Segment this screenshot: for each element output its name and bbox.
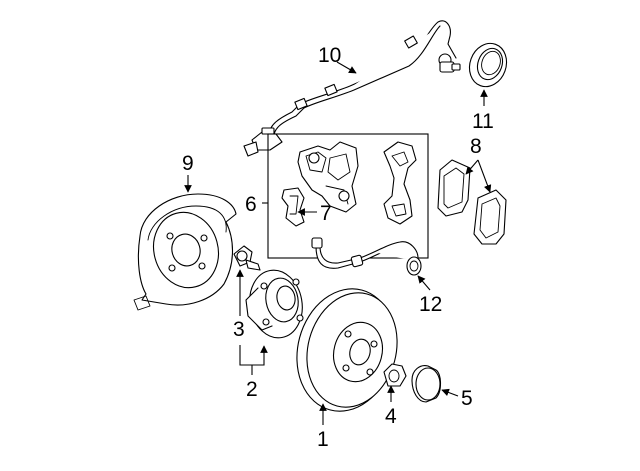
callout-7: 7 [320,202,332,225]
callouts: 1 2 3 4 5 6 7 8 9 10 11 12 [182,44,494,451]
callout-1: 1 [317,428,329,451]
callout-12: 12 [419,293,442,316]
leader-lines [184,61,492,425]
callout-8: 8 [470,135,482,158]
brake-rotor[interactable] [284,278,410,423]
wheel-bolt[interactable] [233,245,261,271]
callout-5: 5 [461,387,473,410]
splash-shield[interactable] [133,193,237,311]
grease-cap[interactable] [411,365,442,403]
callout-3: 3 [233,318,245,341]
caliper-group[interactable] [267,133,429,259]
brake-pads[interactable] [437,159,507,245]
callout-9: 9 [182,152,194,175]
callout-10: 10 [318,44,341,67]
wheel-hub[interactable] [244,266,307,342]
callout-6: 6 [245,193,257,216]
seal-ring[interactable] [464,38,513,92]
abs-sensor-harness[interactable] [243,20,461,157]
brake-hose[interactable] [311,237,422,276]
callout-4: 4 [385,405,397,428]
callout-2: 2 [246,378,258,401]
callout-11: 11 [472,110,494,133]
